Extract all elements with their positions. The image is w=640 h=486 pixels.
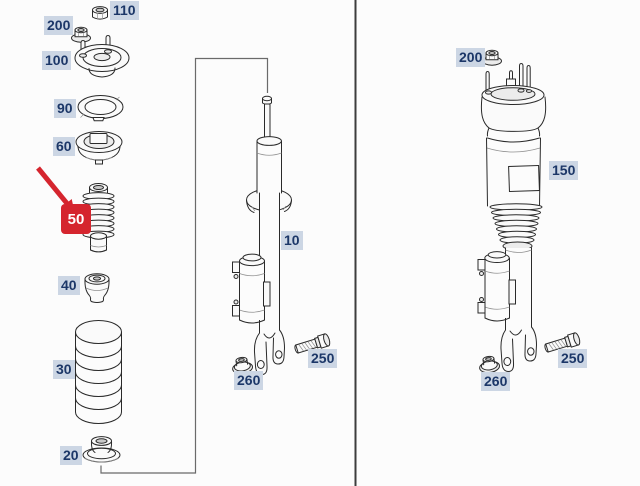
part-label-200-right[interactable]: 200 (456, 48, 486, 67)
part-label-20[interactable]: 20 (60, 446, 82, 465)
part-label-100[interactable]: 100 (42, 51, 72, 70)
part-label-60[interactable]: 60 (53, 137, 75, 156)
bump-stop-40-drawing (84, 273, 110, 303)
part-label-50-highlighted[interactable]: 50 (61, 204, 91, 234)
part-label-90[interactable]: 90 (54, 99, 76, 118)
spring-seat-ring-90-drawing (77, 95, 124, 122)
part-label-30[interactable]: 30 (53, 360, 75, 379)
part-label-260-right[interactable]: 260 (481, 372, 511, 391)
nut-260-right-drawing (477, 354, 501, 375)
strut-bearing-60-drawing (75, 131, 123, 165)
part-label-40[interactable]: 40 (58, 276, 80, 295)
group-bracket-line (100, 57, 269, 474)
part-label-10[interactable]: 10 (281, 231, 303, 250)
strut-mount-100-drawing (74, 34, 130, 78)
part-label-260-middle[interactable]: 260 (234, 371, 264, 390)
part-label-200-left[interactable]: 200 (44, 16, 74, 35)
shock-absorber-10-drawing (232, 95, 292, 376)
coil-spring-30-drawing (75, 320, 122, 424)
part-label-250-right[interactable]: 250 (558, 349, 588, 368)
flange-nut-200-left-drawing (71, 26, 91, 43)
part-label-150[interactable]: 150 (549, 161, 579, 180)
part-label-110[interactable]: 110 (110, 1, 139, 20)
part-label-250-middle[interactable]: 250 (308, 349, 338, 368)
lock-nut-110-drawing (92, 6, 108, 20)
air-strut-150-drawing (477, 62, 547, 373)
spring-seat-20-drawing (82, 436, 121, 463)
